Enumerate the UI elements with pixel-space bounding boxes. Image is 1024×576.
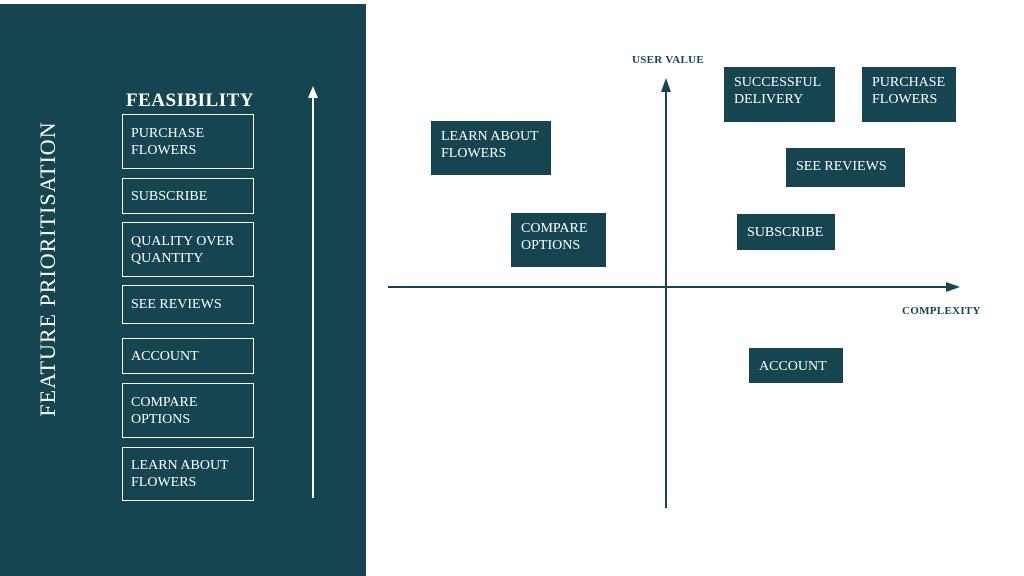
x-axis-arrow-icon xyxy=(946,282,960,292)
list-item-quality-over-quantity: QUALITY OVER QUANTITY xyxy=(122,222,254,277)
feasibility-heading: FEASIBILITY xyxy=(126,90,254,111)
matrix-item-purchase-flowers: PURCHASE FLOWERS xyxy=(862,67,956,122)
list-item-label: ACCOUNT xyxy=(131,348,199,364)
list-item-account: ACCOUNT xyxy=(122,338,254,374)
matrix-item-compare-options: COMPARE OPTIONS xyxy=(511,213,606,267)
matrix-item-label: PURCHASE FLOWERS xyxy=(872,75,946,107)
list-item-purchase-flowers: PURCHASE FLOWERS xyxy=(122,114,254,169)
y-axis-label: USER VALUE xyxy=(632,54,704,66)
matrix-item-label: SUBSCRIBE xyxy=(747,225,824,240)
matrix-item-see-reviews: SEE REVIEWS xyxy=(786,148,905,187)
matrix-item-label: ACCOUNT xyxy=(759,359,827,374)
matrix-item-successful-delivery: SUCCESSFUL DELIVERY xyxy=(724,67,835,122)
list-item-label: SEE REVIEWS xyxy=(131,297,222,312)
list-item-label: COMPARE OPTIONS xyxy=(131,394,198,427)
matrix-item-label: SUCCESSFUL DELIVERY xyxy=(734,75,821,107)
list-item-label: PURCHASE FLOWERS xyxy=(131,125,205,158)
x-axis-label: COMPLEXITY xyxy=(902,305,981,317)
matrix-item-subscribe: SUBSCRIBE xyxy=(737,214,835,250)
list-item-learn-about-flowers: LEARN ABOUT FLOWERS xyxy=(122,447,254,501)
list-item-label: QUALITY OVER QUANTITY xyxy=(131,233,235,266)
matrix-item-account: ACCOUNT xyxy=(749,348,843,383)
list-item-label: SUBSCRIBE xyxy=(131,188,208,204)
y-axis-arrow-icon xyxy=(661,78,671,92)
matrix-item-label: SEE REVIEWS xyxy=(796,159,887,174)
list-item-compare-options: COMPARE OPTIONS xyxy=(122,383,254,438)
feasibility-arrow-icon xyxy=(308,86,318,498)
matrix-item-label: COMPARE OPTIONS xyxy=(521,221,588,253)
matrix-item-learn-about-flowers: LEARN ABOUT FLOWERS xyxy=(431,121,551,175)
matrix-item-label: LEARN ABOUT FLOWERS xyxy=(441,129,539,161)
list-item-subscribe: SUBSCRIBE xyxy=(122,178,254,214)
feasibility-panel: FEATURE PRIORITISATION FEASIBILITY PURCH… xyxy=(0,4,366,576)
list-item-see-reviews: SEE REVIEWS xyxy=(122,285,254,324)
list-item-label: LEARN ABOUT FLOWERS xyxy=(131,458,229,490)
